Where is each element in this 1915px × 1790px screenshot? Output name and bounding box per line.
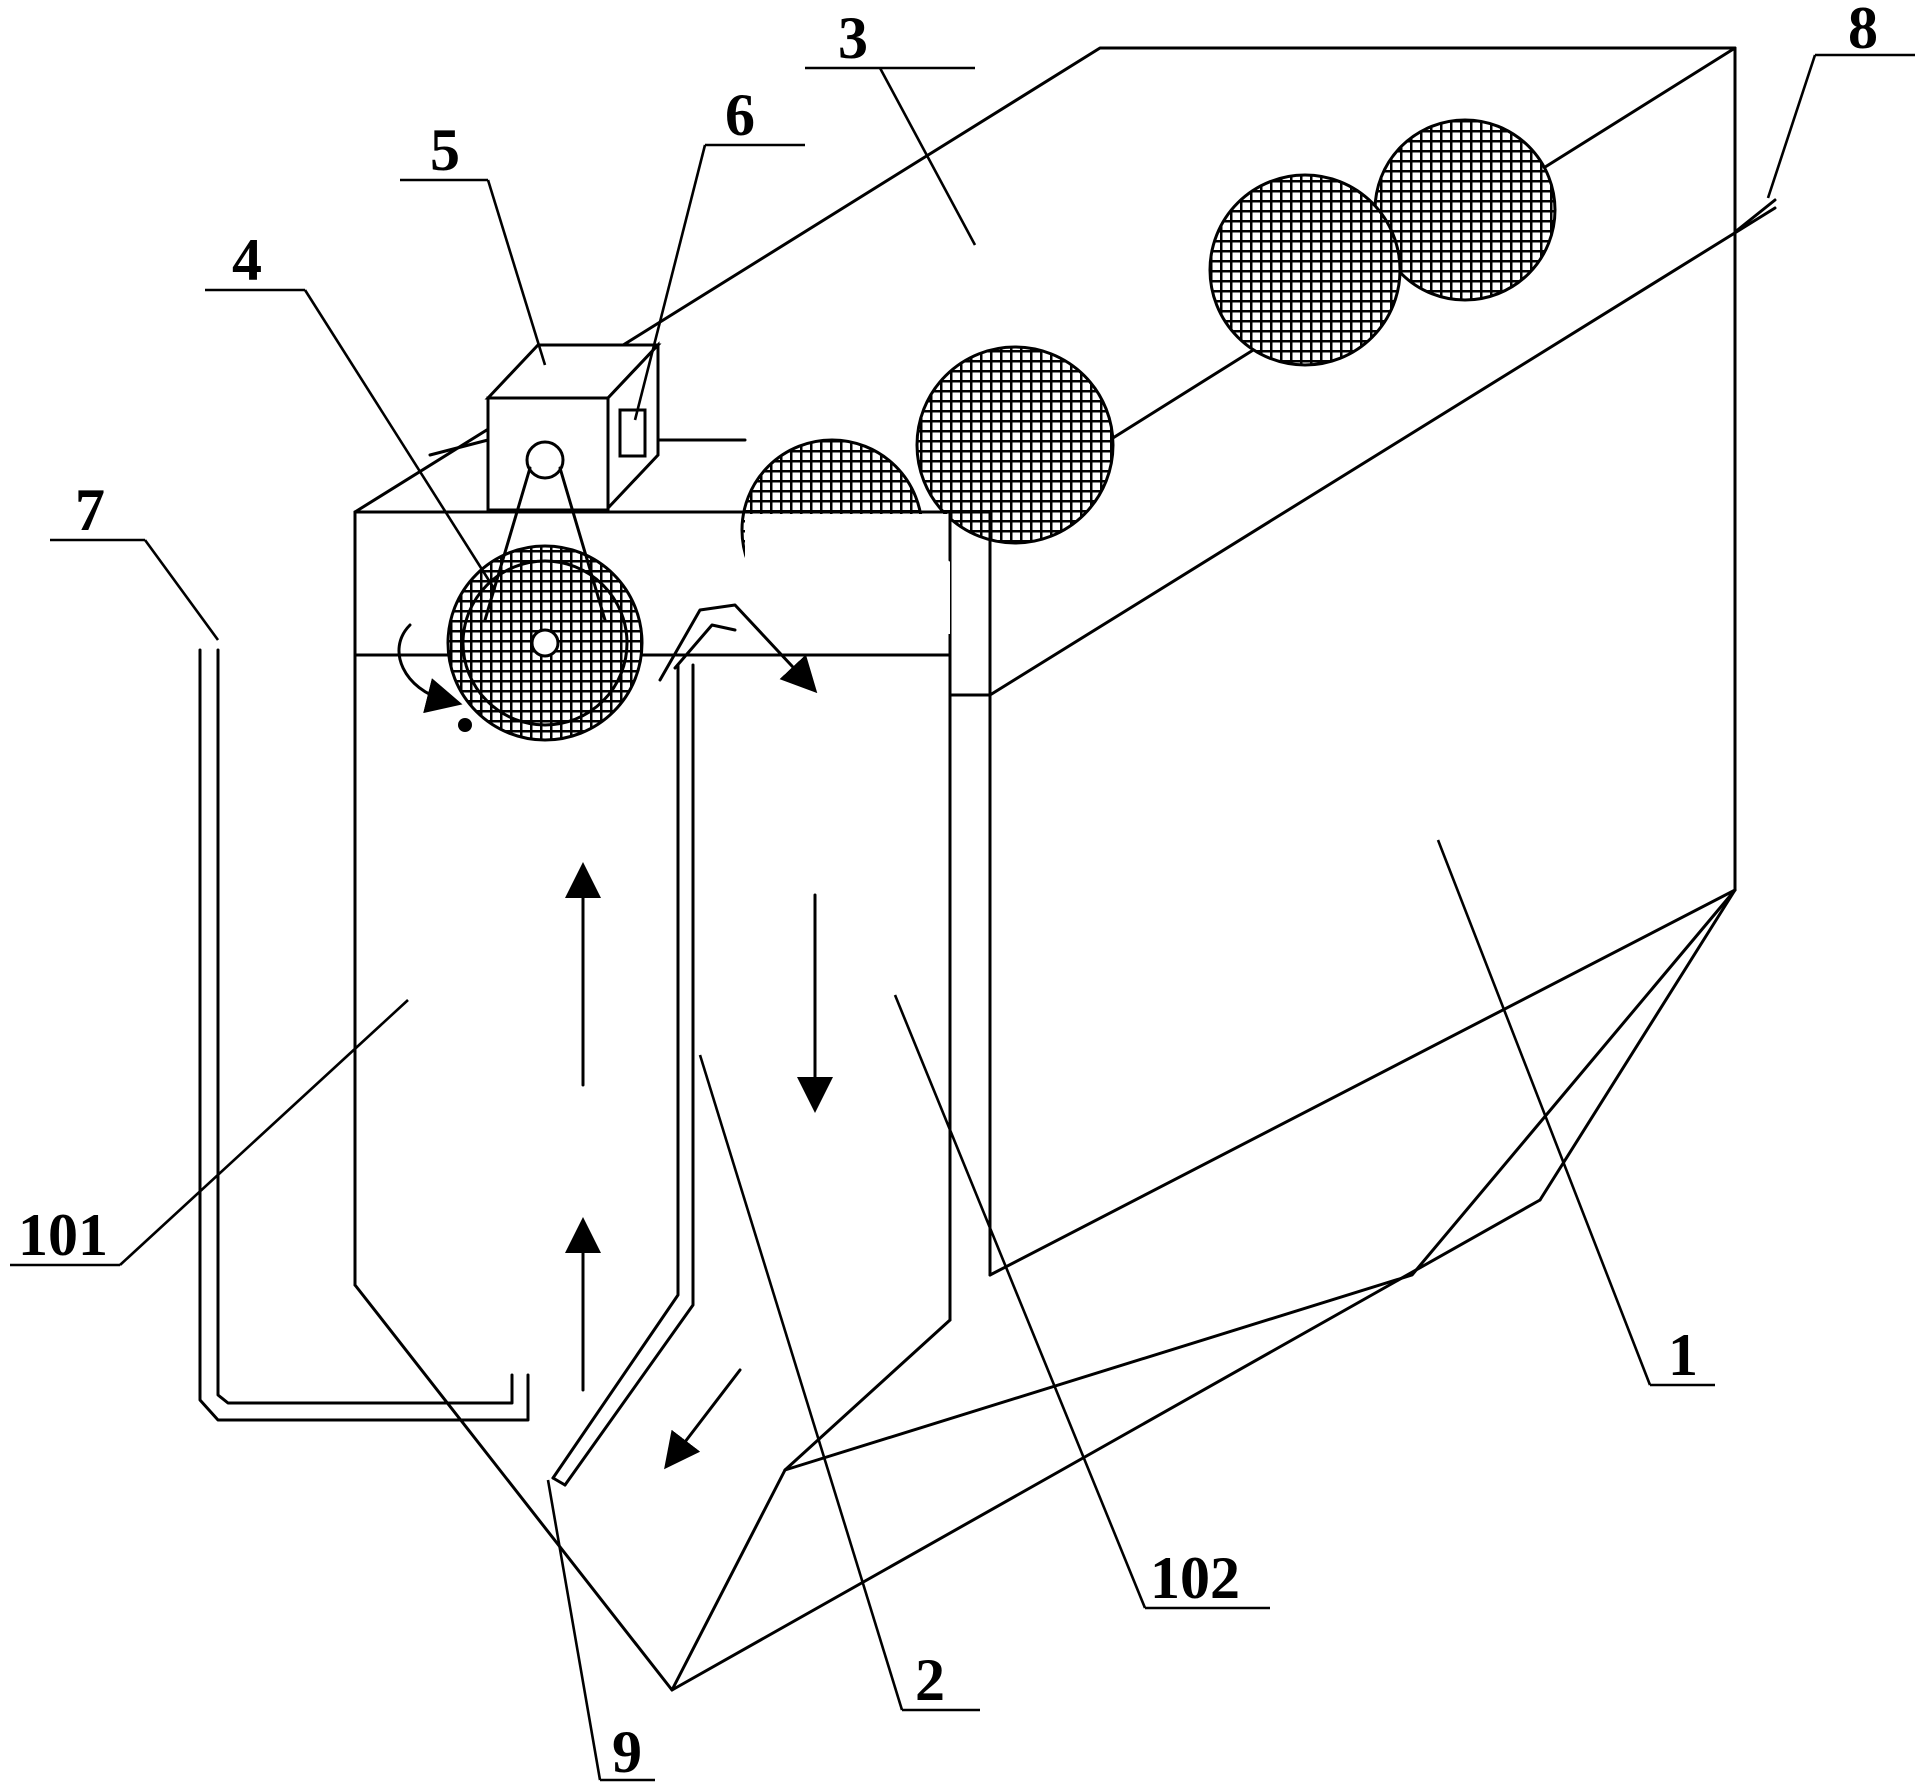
rotating-drum: [446, 544, 644, 742]
leader-lines: [10, 53, 1915, 1782]
switch-icon: [618, 408, 647, 458]
label-8: 8: [1848, 0, 1878, 61]
partition-plate: [551, 663, 695, 1487]
outlet-nozzle: [1733, 198, 1777, 234]
label-2: 2: [915, 1647, 945, 1713]
air-pipe: [198, 648, 530, 1422]
tank-body: [353, 46, 1777, 1692]
motor-box: [428, 341, 747, 622]
label-5: 5: [430, 117, 460, 183]
label-9: 9: [612, 1719, 642, 1785]
flow-arrows: [397, 603, 833, 1470]
label-102: 102: [1150, 1545, 1240, 1611]
label-7: 7: [75, 477, 105, 543]
label-4: 4: [232, 227, 262, 293]
label-1: 1: [1668, 1322, 1698, 1388]
filter-discs: [353, 118, 1557, 634]
reference-labels: 3 8 6 5 4 7 101 1 102 2 9: [18, 0, 1878, 1785]
label-3: 3: [838, 5, 868, 71]
label-101: 101: [18, 1202, 108, 1268]
label-6: 6: [725, 82, 755, 148]
